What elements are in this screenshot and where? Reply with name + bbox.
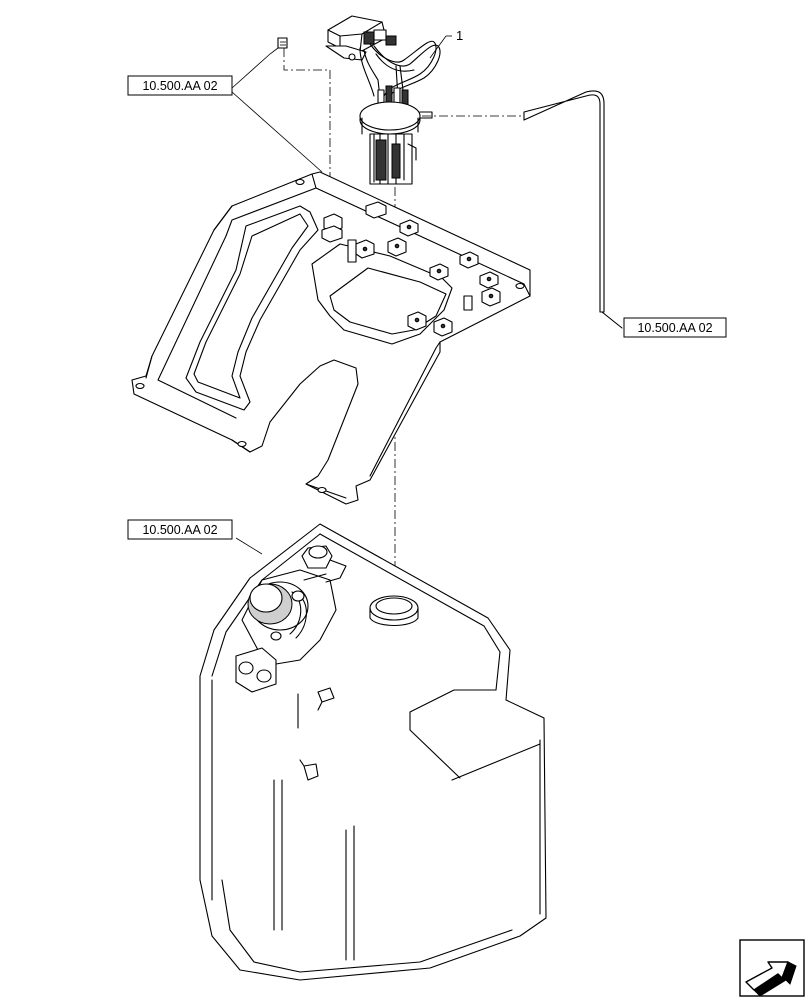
reference-text: 10.500.AA 02 [142, 523, 217, 537]
fuel-tank [199, 523, 547, 981]
fuel-sender-unit [359, 85, 433, 185]
next-page-arrow-icon[interactable] [739, 939, 805, 997]
pump-assembly [235, 545, 347, 693]
vent-line [523, 90, 623, 329]
item-callout-1: 1 [456, 28, 463, 43]
plate-blocks [321, 201, 501, 337]
reference-label-right[interactable]: 10.500.AA 02 [623, 317, 727, 338]
reference-text: 10.500.AA 02 [142, 79, 217, 93]
leader-lines [231, 35, 452, 555]
reference-text: 10.500.AA 02 [637, 321, 712, 335]
reference-label-tank[interactable]: 10.500.AA 02 [127, 519, 233, 540]
sender-connector-module [325, 15, 397, 61]
screw-part [277, 37, 288, 49]
mounting-bracket [131, 171, 531, 505]
reference-label-top-left[interactable]: 10.500.AA 02 [127, 75, 233, 96]
